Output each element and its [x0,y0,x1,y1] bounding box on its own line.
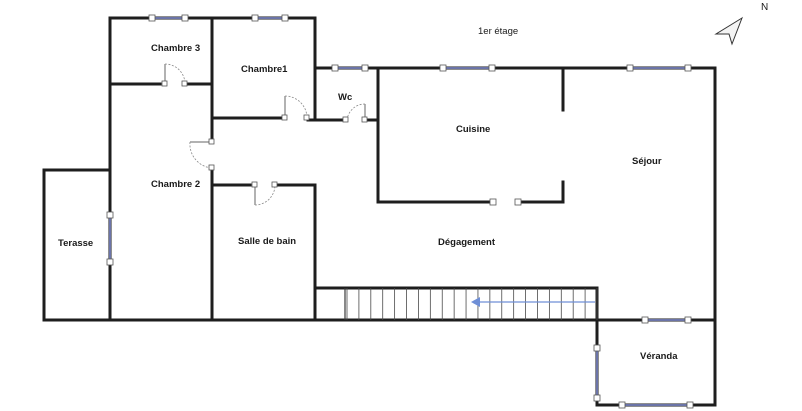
room-label-chambre3: Chambre 3 [151,43,200,54]
stair-steps [346,288,598,320]
room-label-cuisine: Cuisine [456,124,490,135]
room-label-veranda: Véranda [640,351,678,362]
compass-label: N [761,2,768,13]
room-label-terasse: Terasse [58,238,93,249]
room-label-chambre2: Chambre 2 [151,179,200,190]
walls [42,16,717,407]
compass: N [714,2,768,46]
room-label-sejour: Séjour [632,156,662,167]
staircase [344,288,598,320]
stair-arrow-icon [471,297,480,307]
room-label-degagement: Dégagement [438,237,496,248]
floor-title: 1er étage [478,26,518,37]
doors [161,63,368,206]
room-label-wc: Wc [338,92,352,103]
north-arrow-icon [714,16,743,46]
windows [106,14,694,409]
room-label-chambre1: Chambre1 [241,64,288,75]
labels: 1er étage Chambre 3 Chambre1 Wc Cuisine … [58,26,678,362]
room-label-salle-de-bain: Salle de bain [238,236,296,247]
